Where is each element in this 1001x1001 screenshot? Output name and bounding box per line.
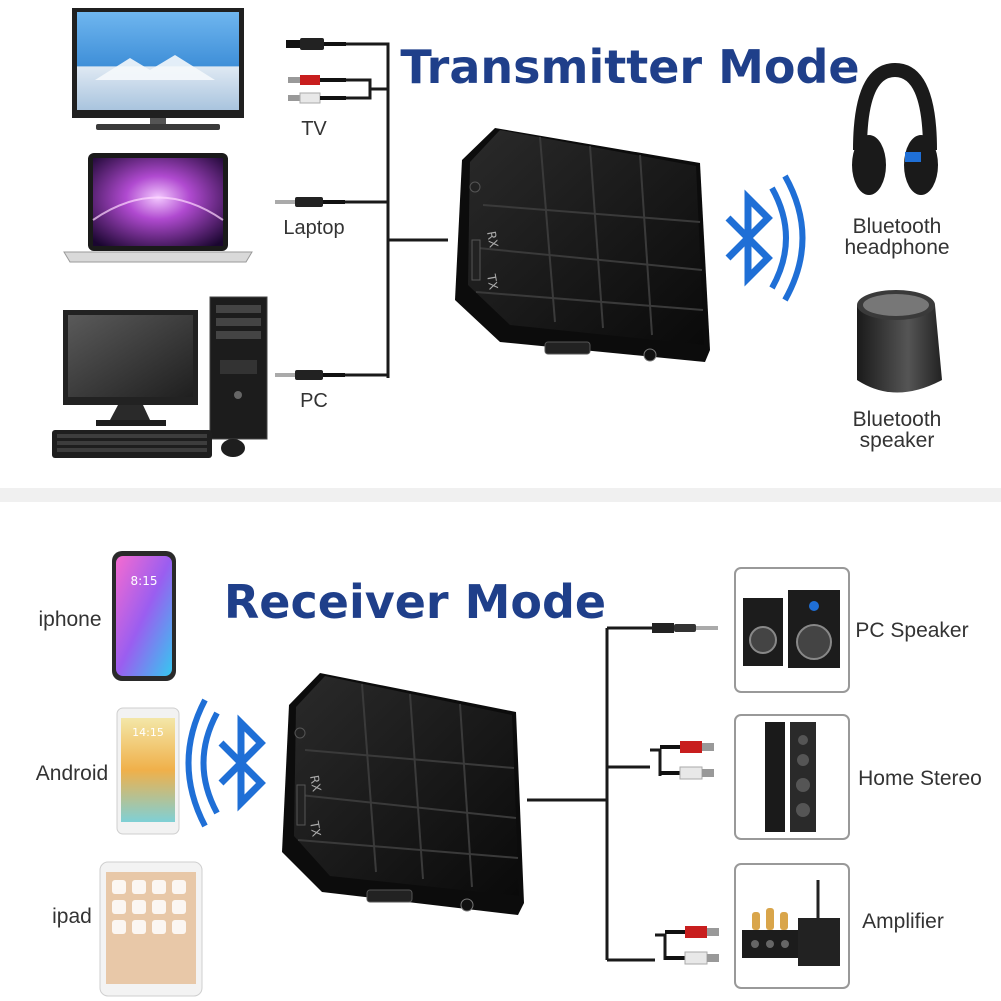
receiver-rx-label: RX — [307, 774, 324, 793]
amplifier-label: Amplifier — [862, 910, 944, 933]
aux-plug-icon — [275, 370, 345, 380]
rca-plug-icon — [288, 75, 346, 104]
iphone-icon: 8:15 — [112, 551, 176, 681]
speaker-label-line2: speaker — [860, 429, 935, 452]
iphone-label: iphone — [38, 608, 101, 631]
receiver-tx-label: TX — [307, 819, 324, 838]
desktop-pc-icon — [52, 296, 268, 458]
speaker-label-line1: Bluetooth — [853, 408, 942, 431]
laptop-icon — [63, 153, 253, 263]
receiver-wires — [527, 626, 667, 962]
transmitter-wires — [345, 42, 448, 378]
aux-plug-icon — [275, 197, 345, 207]
tv-label: TV — [301, 118, 327, 140]
optical-plug-icon — [286, 38, 346, 50]
pc-speaker-icon — [734, 567, 850, 693]
iphone-clock: 8:15 — [131, 574, 158, 588]
rca-plug-icon — [665, 926, 719, 965]
home-stereo-icon — [734, 714, 850, 840]
ipad-icon — [99, 861, 203, 997]
section-divider — [0, 488, 1001, 502]
bluetooth-icon — [725, 174, 806, 302]
receiver-section: Receiver Mode 8:15 iphone 14:15 Android — [36, 551, 982, 997]
pc-speaker-label: PC Speaker — [855, 619, 968, 642]
transmitter-rx-label: RX — [484, 230, 501, 249]
headphone-label-line2: headphone — [844, 236, 949, 259]
amplifier-icon — [734, 863, 850, 989]
tv-icon — [72, 8, 244, 130]
home-stereo-label: Home Stereo — [858, 767, 982, 790]
receiver-title: Receiver Mode — [224, 575, 606, 629]
ipad-label: ipad — [52, 905, 92, 928]
transmitter-tx-label: TX — [484, 272, 501, 291]
speaker-icon — [857, 290, 942, 393]
transmitter-title: Transmitter Mode — [400, 40, 859, 94]
transmitter-device: RX TX — [455, 128, 710, 362]
android-phone-icon: 14:15 — [116, 707, 180, 835]
rca-plug-icon — [660, 741, 714, 780]
android-label: Android — [36, 762, 108, 785]
laptop-label: Laptop — [283, 217, 344, 239]
pc-label: PC — [300, 390, 328, 412]
headphone-icon — [852, 62, 938, 195]
transmitter-section: Transmitter Mode — [52, 8, 950, 458]
headphone-label-line1: Bluetooth — [853, 215, 942, 238]
receiver-device: RX TX — [282, 673, 524, 915]
bluetooth-icon — [185, 698, 266, 828]
android-clock: 14:15 — [132, 726, 164, 739]
aux-plug-icon — [652, 623, 718, 633]
